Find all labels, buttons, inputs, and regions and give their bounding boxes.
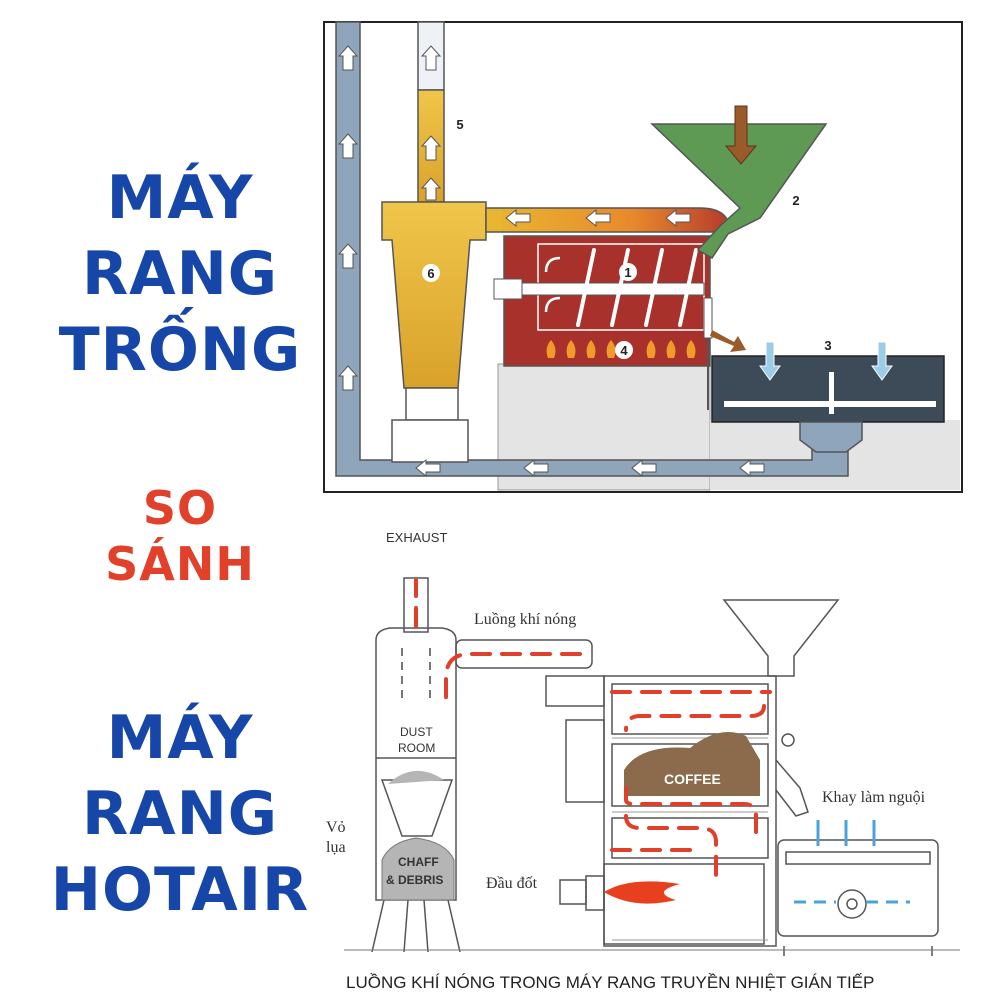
chaff-label-1: CHAFF [398, 855, 439, 869]
hot-air-pipe [455, 639, 593, 669]
cooling-tray-label: Khay làm nguội [822, 789, 926, 806]
husk-label-1: Vỏ [326, 819, 346, 836]
burner-flames [546, 340, 696, 358]
hotair-title-line-2: RANG [81, 779, 279, 849]
bottom-caption: LUỒNG KHÍ NÓNG TRONG MÁY RANG TRUYỀN NHI… [346, 973, 874, 992]
drum-shaft-end [493, 278, 523, 300]
firebox [603, 863, 765, 945]
exhaust-label: EXHAUST [386, 530, 447, 545]
hot-air-flow-label: Luồng khí nóng [474, 611, 576, 628]
compare-line-1: SO [142, 481, 218, 535]
cooler-funnel [799, 421, 863, 453]
dust-room-guide [401, 648, 431, 700]
cooling-tray [777, 839, 939, 937]
drum-roaster-title: MÁY RANG TRỐNG [20, 160, 340, 388]
roaster-body [603, 675, 777, 947]
discharge-chute [775, 759, 809, 817]
cooler-stirrer [829, 372, 834, 414]
chaff-collector [375, 627, 457, 901]
duct-left-arrows [415, 208, 765, 478]
marker-3: 3 [824, 338, 831, 353]
marker-1: 1 [624, 265, 631, 280]
drum-title-line-1: MÁY [106, 163, 254, 233]
hopper [650, 123, 828, 259]
hopper-arrow [724, 105, 758, 165]
burner [559, 879, 587, 905]
chaff-label-2: & DEBRIS [386, 873, 443, 887]
airflow-paths [414, 578, 772, 888]
husk-label-2: lụa [326, 839, 346, 856]
burner-label: Đầu đốt [486, 875, 538, 892]
dust-pile [388, 770, 444, 784]
drum-paddles [576, 248, 698, 327]
burner-flame [604, 881, 680, 904]
hotair-title-line-3: HOTAIR [50, 855, 310, 925]
marker-5: 5 [456, 117, 463, 132]
roaster-hopper [722, 599, 840, 677]
hotair-title-line-1: MÁY [106, 703, 254, 773]
compare-label: SO SÁNH [20, 480, 340, 592]
cooler [711, 355, 945, 423]
cooler-arrows [759, 341, 893, 381]
hotair-roaster-title: MÁY RANG HOTAIR [20, 700, 340, 928]
chaff-funnel [380, 779, 454, 837]
roaster-fan [545, 675, 605, 707]
drum-title-line-2: RANG [81, 239, 279, 309]
chaff-pile [381, 837, 455, 901]
number-markers: 1 2 3 4 5 6 [422, 117, 832, 359]
cyclone-bin [391, 419, 469, 463]
rotation-arrows [544, 256, 561, 313]
cooler-vents [816, 820, 876, 846]
marker-4: 4 [620, 343, 628, 358]
coffee-label: COFFEE [664, 771, 721, 787]
drum-title-line-3: TRỐNG [58, 315, 302, 385]
coffee-pile [624, 732, 760, 796]
discharge-arrow [710, 330, 746, 352]
dust-room-label-1: DUST [400, 725, 433, 739]
compare-line-2: SÁNH [105, 537, 255, 591]
duct-up-arrows [337, 45, 442, 391]
marker-2: 2 [792, 193, 799, 208]
marker-6: 6 [427, 266, 434, 281]
dust-room-label-2: ROOM [398, 741, 435, 755]
